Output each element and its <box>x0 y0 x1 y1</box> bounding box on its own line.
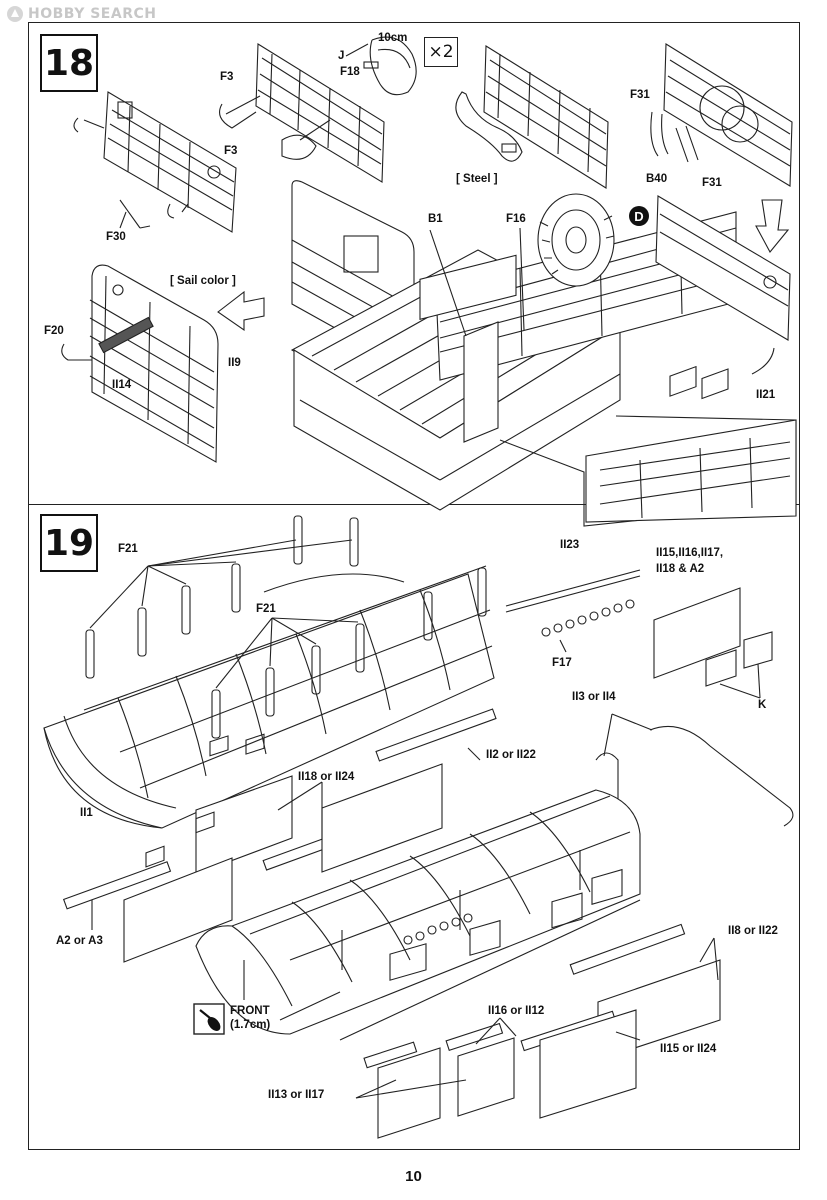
label-ii23: II23 <box>560 539 580 551</box>
step-divider <box>28 504 800 505</box>
label-f3-bottom: F3 <box>224 145 238 157</box>
label-f3-top: F3 <box>220 71 234 83</box>
label-ii15-or-ii24: II15 or II24 <box>660 1043 717 1055</box>
label-ii21: II21 <box>756 389 776 401</box>
ii16-panel <box>457 919 515 1117</box>
label-ii8-or-ii22: II8 or II22 <box>728 925 778 937</box>
ii18-panel <box>195 775 293 875</box>
label-f21-a: F21 <box>118 543 138 555</box>
f31-panel <box>650 43 793 187</box>
j-wire-f18 <box>345 36 417 96</box>
ii9-front-rack <box>61 264 219 463</box>
instruction-frame <box>28 22 800 1150</box>
k-window-panel <box>653 365 773 699</box>
ii1-roof-frame <box>43 565 495 829</box>
hobby-search-logo-icon <box>7 6 23 22</box>
label-a2-or-a3: A2 or A3 <box>56 935 103 947</box>
label-ii2-or-ii22: II2 or II22 <box>486 749 536 761</box>
label-f31-top: F31 <box>630 89 650 101</box>
label-ii3-or-ii4: II3 or II4 <box>572 691 616 703</box>
label-f20: F20 <box>44 325 64 337</box>
label-f30: F30 <box>106 231 126 243</box>
spare-tire <box>537 193 615 287</box>
label-front: FRONT <box>230 1005 270 1017</box>
label-f21-b: F21 <box>256 603 276 615</box>
label-f16: F16 <box>506 213 526 225</box>
steel-cable-panel <box>455 45 609 189</box>
label-b1: B1 <box>428 213 443 225</box>
label-ii13-or-ii17: II13 or II17 <box>268 1089 325 1101</box>
detail-inset <box>499 415 797 527</box>
label-ii9: II9 <box>228 357 241 369</box>
install-arrow-down <box>755 199 790 253</box>
label-f18: F18 <box>340 66 360 78</box>
label-sail-color: [ Sail color ] <box>170 275 236 287</box>
watermark-text: HOBBY SEARCH <box>28 6 157 22</box>
reference-marker-d: D <box>629 206 649 226</box>
label-j: J <box>338 50 345 62</box>
label-ii18-a2: II18 & A2 <box>656 563 705 575</box>
ii23-bolt-strip <box>505 569 641 653</box>
quantity-multiplier: ×2 <box>424 37 458 67</box>
ii2-rail <box>375 708 497 762</box>
step-19-number: 19 <box>40 514 98 572</box>
cement-brush-icon <box>193 1003 225 1035</box>
ii15-panel <box>539 868 637 1119</box>
label-b40: B40 <box>646 173 668 185</box>
label-ii15-group: II15,II16,II17, <box>656 547 724 559</box>
label-steel: [ Steel ] <box>456 173 498 185</box>
label-front-length: (1.7cm) <box>230 1019 271 1031</box>
label-f17: F17 <box>552 657 572 669</box>
canvas-canopy <box>195 789 641 1041</box>
label-ii16-or-ii12: II16 or II12 <box>488 1005 545 1017</box>
f3-side-panel <box>219 43 385 183</box>
install-arrow-left <box>217 290 265 332</box>
ii3-curved-rail <box>649 725 794 827</box>
ii13-panel <box>377 943 441 1139</box>
label-ii1: II1 <box>80 807 93 819</box>
a2-rail <box>62 861 172 910</box>
label-ii14: II14 <box>112 379 132 391</box>
step-18-number: 18 <box>40 34 98 92</box>
page-number: 10 <box>405 1168 422 1185</box>
f30-tailgate-panel <box>73 91 237 233</box>
label-length-10cm: 10cm <box>378 32 408 44</box>
rear-rack-panel <box>655 195 791 341</box>
label-ii18-or-ii24: II18 or II24 <box>298 771 355 783</box>
f21-posts <box>85 515 487 739</box>
label-f31-bottom: F31 <box>702 177 722 189</box>
label-k: K <box>758 699 767 711</box>
hobby-search-watermark: HOBBY SEARCH <box>6 4 156 24</box>
